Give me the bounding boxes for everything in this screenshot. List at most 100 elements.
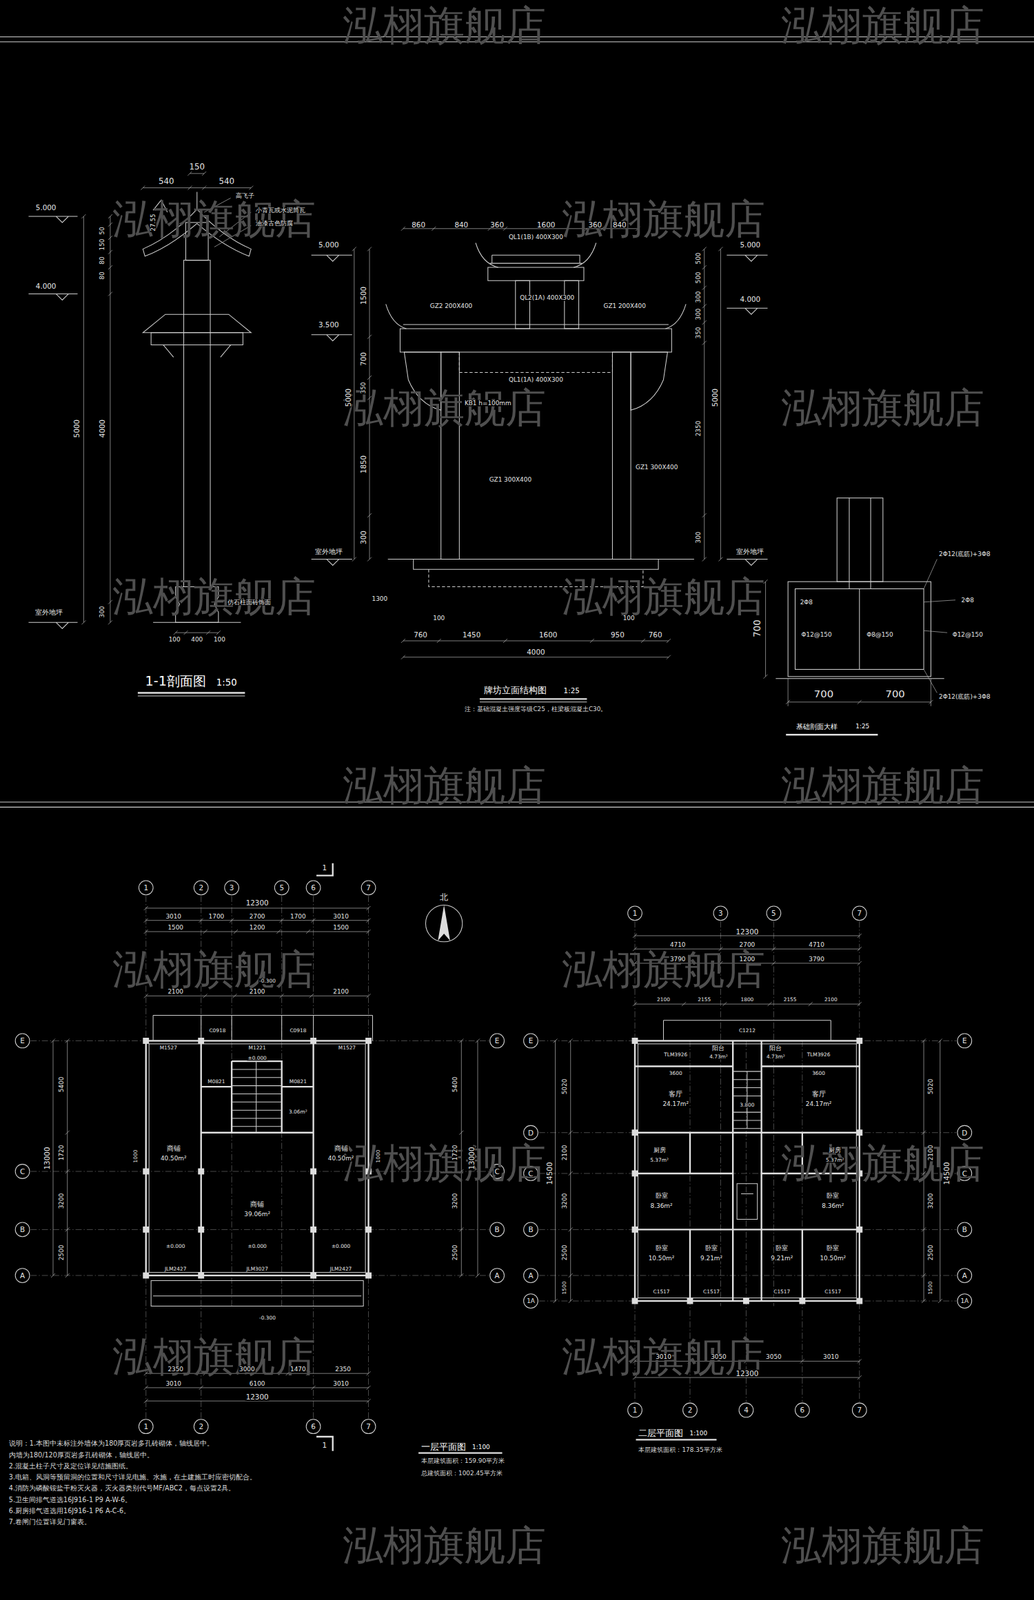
grid-label: 7 bbox=[365, 884, 372, 892]
first-floor-plan bbox=[148, 1044, 366, 1274]
dimension-text: 2700 bbox=[738, 942, 757, 949]
dimension-text: 760 bbox=[412, 631, 429, 639]
archway-elevation bbox=[401, 639, 671, 660]
grid-label: 4 bbox=[743, 1406, 750, 1414]
dimension-text: 2350 bbox=[166, 1366, 185, 1374]
column-square bbox=[197, 1273, 205, 1280]
dimension-text: 4000 bbox=[525, 648, 546, 656]
dimension-text: 13000 bbox=[43, 1146, 51, 1171]
watermark: 泓栩旗舰店 bbox=[111, 1337, 317, 1378]
room-label: 阳台 bbox=[711, 1045, 726, 1052]
grid-label: 2 bbox=[197, 884, 205, 892]
room-label: 卧室 bbox=[825, 1193, 840, 1200]
grid-label: 2 bbox=[197, 1423, 205, 1431]
annotation: 2Φ8 bbox=[960, 596, 975, 604]
sheet-separator bbox=[0, 36, 1034, 808]
grid-bubble bbox=[957, 1269, 972, 1284]
grid-label: D bbox=[960, 1129, 968, 1137]
grid-bubble bbox=[15, 1269, 30, 1284]
dimension-text: 80 bbox=[99, 270, 106, 280]
dimension-text: 700 bbox=[813, 689, 835, 700]
column-section bbox=[108, 214, 113, 625]
dimension-text: 5400 bbox=[57, 1076, 65, 1094]
dimension-text: 5020 bbox=[561, 1078, 568, 1097]
first-floor-plan bbox=[231, 1061, 282, 1134]
grid-label: 7 bbox=[856, 909, 863, 917]
grid-bubble bbox=[523, 1125, 539, 1141]
archway-elevation bbox=[612, 352, 631, 560]
dimension-text: 760 bbox=[647, 631, 664, 639]
dimension-text: 2100 bbox=[823, 997, 839, 1003]
column-square bbox=[856, 1227, 863, 1234]
room-label: 10.50m² bbox=[818, 1255, 847, 1262]
footing-detail bbox=[763, 579, 934, 707]
column-section bbox=[142, 314, 251, 333]
column-square bbox=[632, 1129, 639, 1137]
annotation: GZ2 200X400 bbox=[429, 303, 473, 310]
first-floor-plan bbox=[153, 1015, 373, 1041]
dimension-text: 6100 bbox=[248, 1380, 267, 1387]
dimension-text: 2100 bbox=[166, 989, 185, 996]
dimension-text: 1500 bbox=[561, 1280, 567, 1296]
dimension-text: 3010 bbox=[822, 1354, 840, 1361]
grid-label: 1 bbox=[142, 884, 149, 892]
dimension-text: 360 bbox=[587, 221, 603, 229]
archway-elevation bbox=[702, 246, 707, 562]
dimension-text: 1720 bbox=[57, 1144, 65, 1163]
column-section bbox=[153, 622, 241, 624]
room-label: 10.50m² bbox=[647, 1255, 676, 1262]
dimension-text: 1700 bbox=[289, 913, 307, 920]
dimension-text: 300 bbox=[99, 605, 106, 620]
dimension-text: 300 bbox=[694, 531, 702, 545]
dimension-text: 950 bbox=[610, 631, 626, 639]
annotation: GZ1 300X400 bbox=[488, 476, 533, 483]
dimension-text: 700 bbox=[752, 619, 762, 638]
dimension-text: 500 bbox=[694, 270, 702, 285]
dimension-text: 12300 bbox=[245, 899, 270, 907]
dimension-text: 1200 bbox=[248, 925, 267, 932]
dimension-text: 27.55 bbox=[150, 213, 157, 232]
first-floor-plan bbox=[146, 1040, 369, 1276]
column-square bbox=[197, 1038, 205, 1045]
annotation: QL1(1B) 400X300 bbox=[508, 233, 564, 240]
first-floor-plan bbox=[201, 1040, 314, 1276]
dimension-text: 3010 bbox=[332, 1380, 350, 1387]
footing-detail bbox=[775, 678, 944, 679]
view-title: 1:25 bbox=[563, 687, 581, 695]
watermark: 泓栩旗舰店 bbox=[780, 765, 986, 807]
room-label: 卧室 bbox=[774, 1245, 789, 1252]
dimension-text: 100 bbox=[432, 615, 446, 622]
annotation: QL2(1A) 400X300 bbox=[519, 295, 575, 302]
grid-bubble bbox=[193, 880, 209, 896]
view-title: 一层平面图 bbox=[420, 1442, 467, 1452]
room-label: 卧室 bbox=[704, 1245, 719, 1252]
grid-label: 5 bbox=[770, 909, 777, 917]
watermark: 泓栩旗舰店 bbox=[561, 199, 766, 240]
column-square bbox=[310, 1227, 317, 1234]
watermark: 泓栩旗舰店 bbox=[111, 199, 317, 240]
dimension-text: 1450 bbox=[461, 631, 482, 639]
grid-bubble bbox=[957, 1222, 972, 1238]
second-floor-plan bbox=[636, 1439, 717, 1441]
watermark: 泓栩旗舰店 bbox=[341, 4, 547, 46]
dimension-text: 12300 bbox=[734, 1370, 759, 1378]
grid-bubble bbox=[138, 1420, 154, 1435]
column-square bbox=[142, 1038, 149, 1045]
level-text: 5.000 bbox=[739, 241, 762, 249]
dimension-text: 1500 bbox=[332, 925, 350, 932]
dimension-text: 400 bbox=[190, 636, 204, 644]
dimension-text: 3000 bbox=[238, 1366, 256, 1374]
room-label: 39.06m² bbox=[243, 1211, 271, 1219]
column-section bbox=[81, 214, 86, 625]
archway-elevation bbox=[388, 559, 695, 571]
note-text: 本层建筑面积：159.90平方米 bbox=[420, 1458, 506, 1465]
column-square bbox=[632, 1227, 639, 1234]
annotation: C1212 bbox=[738, 1028, 757, 1034]
archway-elevation bbox=[441, 352, 460, 560]
room-label: 9.21m² bbox=[699, 1255, 724, 1262]
annotation: 2Φ12(底筋)+3Φ8 bbox=[938, 694, 992, 701]
annotation: C0918 bbox=[288, 1028, 307, 1034]
dimension-text: 3010 bbox=[654, 1354, 673, 1361]
dimension-text: 12300 bbox=[734, 928, 759, 936]
dimension-text: 2500 bbox=[57, 1244, 65, 1263]
